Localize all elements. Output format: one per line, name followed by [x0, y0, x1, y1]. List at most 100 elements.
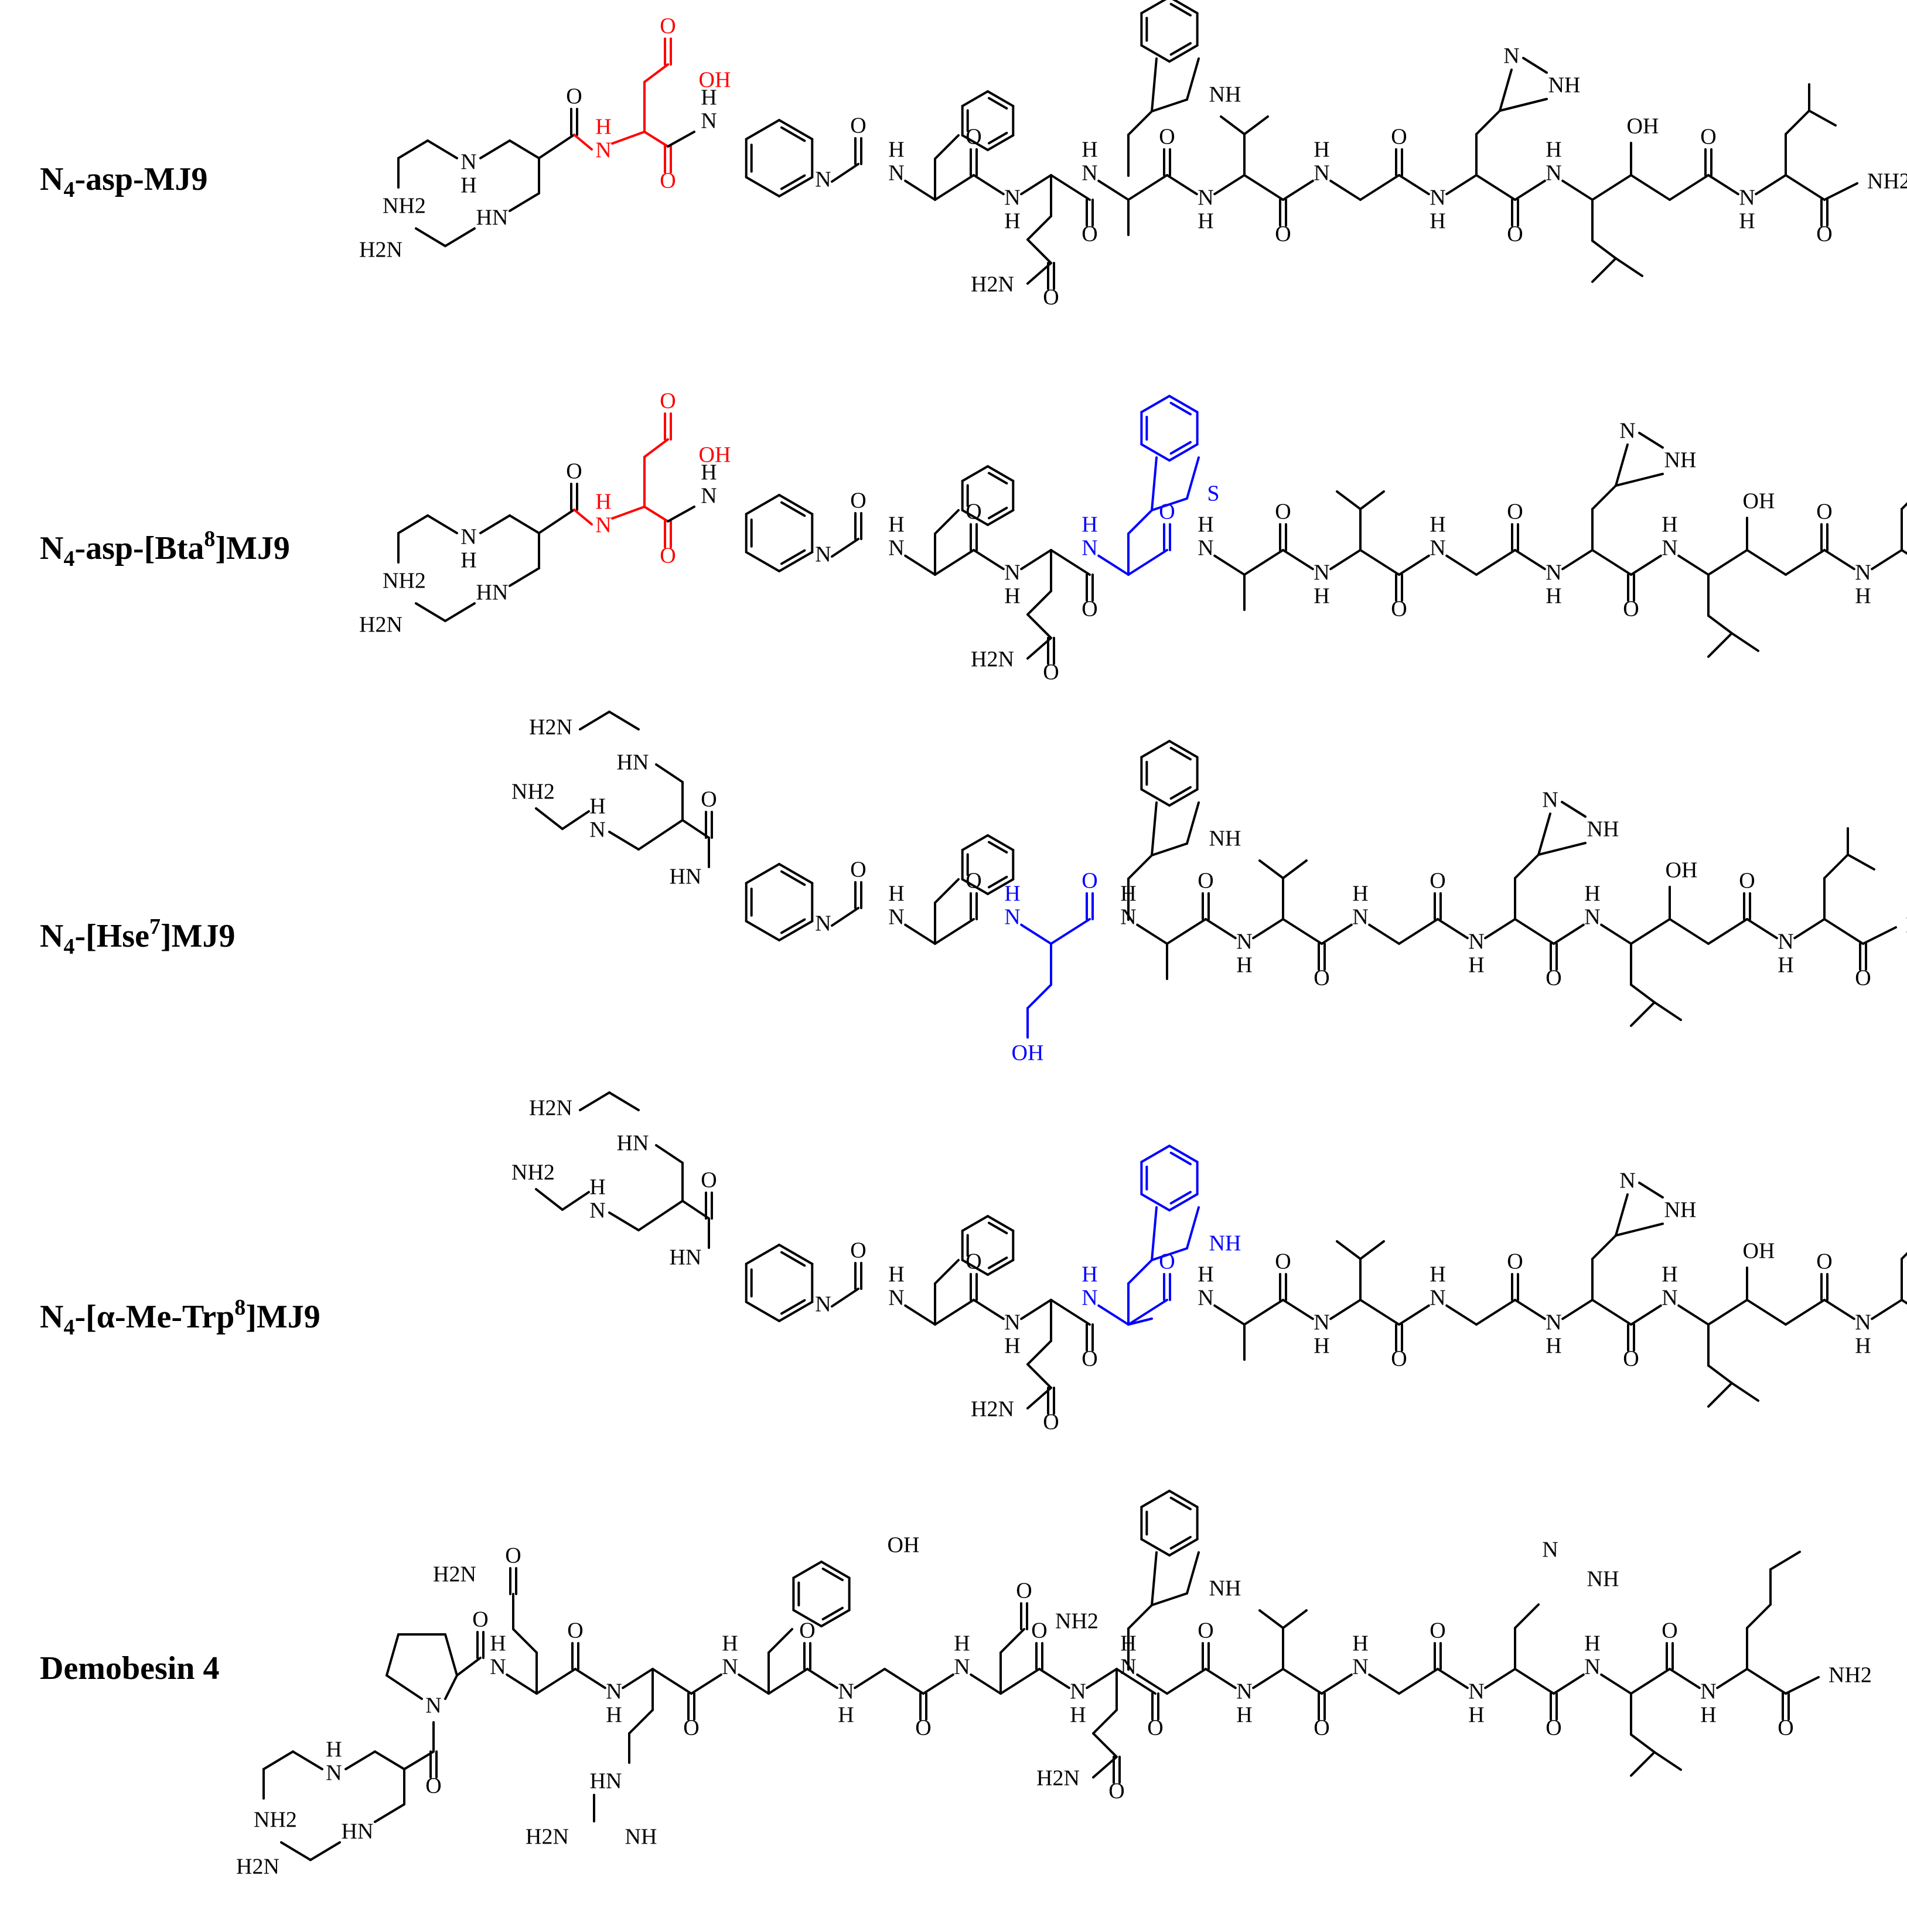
- bond: [1026, 590, 1052, 616]
- bond: [1169, 1496, 1192, 1511]
- bond: [1746, 1603, 1772, 1629]
- bond: [655, 763, 684, 783]
- atom-label: N: [1082, 1286, 1097, 1310]
- bond: [1755, 174, 1787, 196]
- bond: [1172, 0, 1199, 15]
- atom-label: H: [701, 86, 717, 110]
- bond: [1168, 443, 1199, 462]
- bond: [778, 920, 814, 941]
- atom-label: N: [1198, 1286, 1213, 1310]
- atom-label: H: [1352, 882, 1368, 906]
- bond: [987, 506, 1008, 520]
- bond: [1169, 1535, 1192, 1550]
- atom-label: O: [1623, 1347, 1639, 1371]
- bond: [820, 1561, 851, 1579]
- bond: [1437, 1668, 1469, 1689]
- atom-label: N: [1468, 930, 1484, 954]
- bond: [1716, 1668, 1748, 1689]
- bond: [1205, 1668, 1237, 1689]
- atom-label: H: [838, 1703, 854, 1728]
- bond: [1169, 401, 1192, 416]
- bond: [1475, 174, 1516, 201]
- bond: [681, 819, 710, 839]
- bond: [1140, 443, 1171, 462]
- bond: [535, 1668, 576, 1695]
- bond: [509, 567, 540, 587]
- bond: [386, 1633, 400, 1677]
- atom-label: N: [1855, 561, 1871, 585]
- bond: [973, 549, 1005, 571]
- bond: [1537, 813, 1551, 856]
- atom-label: N: [1070, 1680, 1086, 1704]
- bond: [1591, 257, 1617, 283]
- bond: [934, 509, 960, 535]
- bond: [831, 538, 859, 558]
- atom-label: H: [888, 882, 904, 906]
- bond: [999, 1668, 1041, 1695]
- atom-label: H: [1082, 138, 1097, 162]
- atom-label: O: [915, 1716, 931, 1740]
- atom-label: N: [1082, 161, 1097, 186]
- atom-label: O: [1778, 1716, 1793, 1740]
- bond: [934, 174, 975, 201]
- bond: [1591, 174, 1632, 201]
- atom-label: H: [1004, 882, 1020, 906]
- bond: [767, 1628, 793, 1654]
- bond: [1445, 174, 1478, 196]
- atom-label: N: [1198, 186, 1213, 210]
- bond: [1026, 613, 1052, 639]
- atom-label: H: [1778, 953, 1793, 978]
- bond: [1097, 554, 1130, 576]
- atom-label: NH: [1209, 1576, 1241, 1601]
- bond: [1823, 918, 1864, 945]
- bond: [1127, 1299, 1168, 1326]
- compound-name-2: N4-asp-[Bta8]MJ9: [40, 527, 290, 571]
- atom-label: N: [1662, 536, 1677, 561]
- atom-label: O: [1198, 869, 1213, 893]
- atom-label: H: [490, 1631, 506, 1656]
- atom-label: H: [1430, 209, 1445, 234]
- atom-label: H: [595, 490, 611, 514]
- bond: [1359, 174, 1400, 201]
- bond: [934, 1299, 975, 1326]
- bond: [934, 918, 975, 945]
- atom-label: H: [1468, 953, 1484, 978]
- bond: [444, 602, 476, 622]
- atom-label: O: [1430, 1619, 1445, 1643]
- atom-label: N: [1430, 1286, 1445, 1310]
- atom-label: H2N: [526, 1825, 569, 1849]
- atom-label: O: [1546, 1716, 1561, 1740]
- bond: [780, 501, 806, 517]
- bond: [628, 1709, 654, 1735]
- bond: [1169, 441, 1192, 455]
- atom-label: N: [1619, 419, 1635, 443]
- atom-label: O: [850, 489, 866, 513]
- bond: [745, 1300, 780, 1322]
- bond: [561, 810, 590, 830]
- bond: [573, 134, 593, 151]
- atom-label: H: [460, 548, 476, 573]
- atom-label: NH2: [1828, 1663, 1872, 1688]
- atom-label: HN: [617, 750, 649, 775]
- bond: [820, 1609, 851, 1627]
- bond: [1140, 1193, 1171, 1211]
- atom-label: N: [838, 1680, 854, 1704]
- atom-label: N: [1662, 1286, 1677, 1310]
- atom-label: H: [1314, 1334, 1329, 1358]
- atom-label: H: [1070, 1703, 1086, 1728]
- bond: [1553, 923, 1585, 945]
- atom-label: O: [1043, 1410, 1059, 1435]
- bond: [738, 1673, 770, 1695]
- atom-label: H: [1236, 953, 1252, 978]
- atom-label: H: [888, 513, 904, 537]
- bond: [1026, 238, 1052, 264]
- atom-label: N: [606, 1680, 622, 1704]
- bond: [1514, 179, 1546, 201]
- atom-label: H: [1700, 1703, 1716, 1728]
- bond: [961, 834, 989, 851]
- atom-label: H2N: [359, 238, 402, 262]
- bond: [1615, 1193, 1629, 1237]
- atom-label: H: [888, 1262, 904, 1287]
